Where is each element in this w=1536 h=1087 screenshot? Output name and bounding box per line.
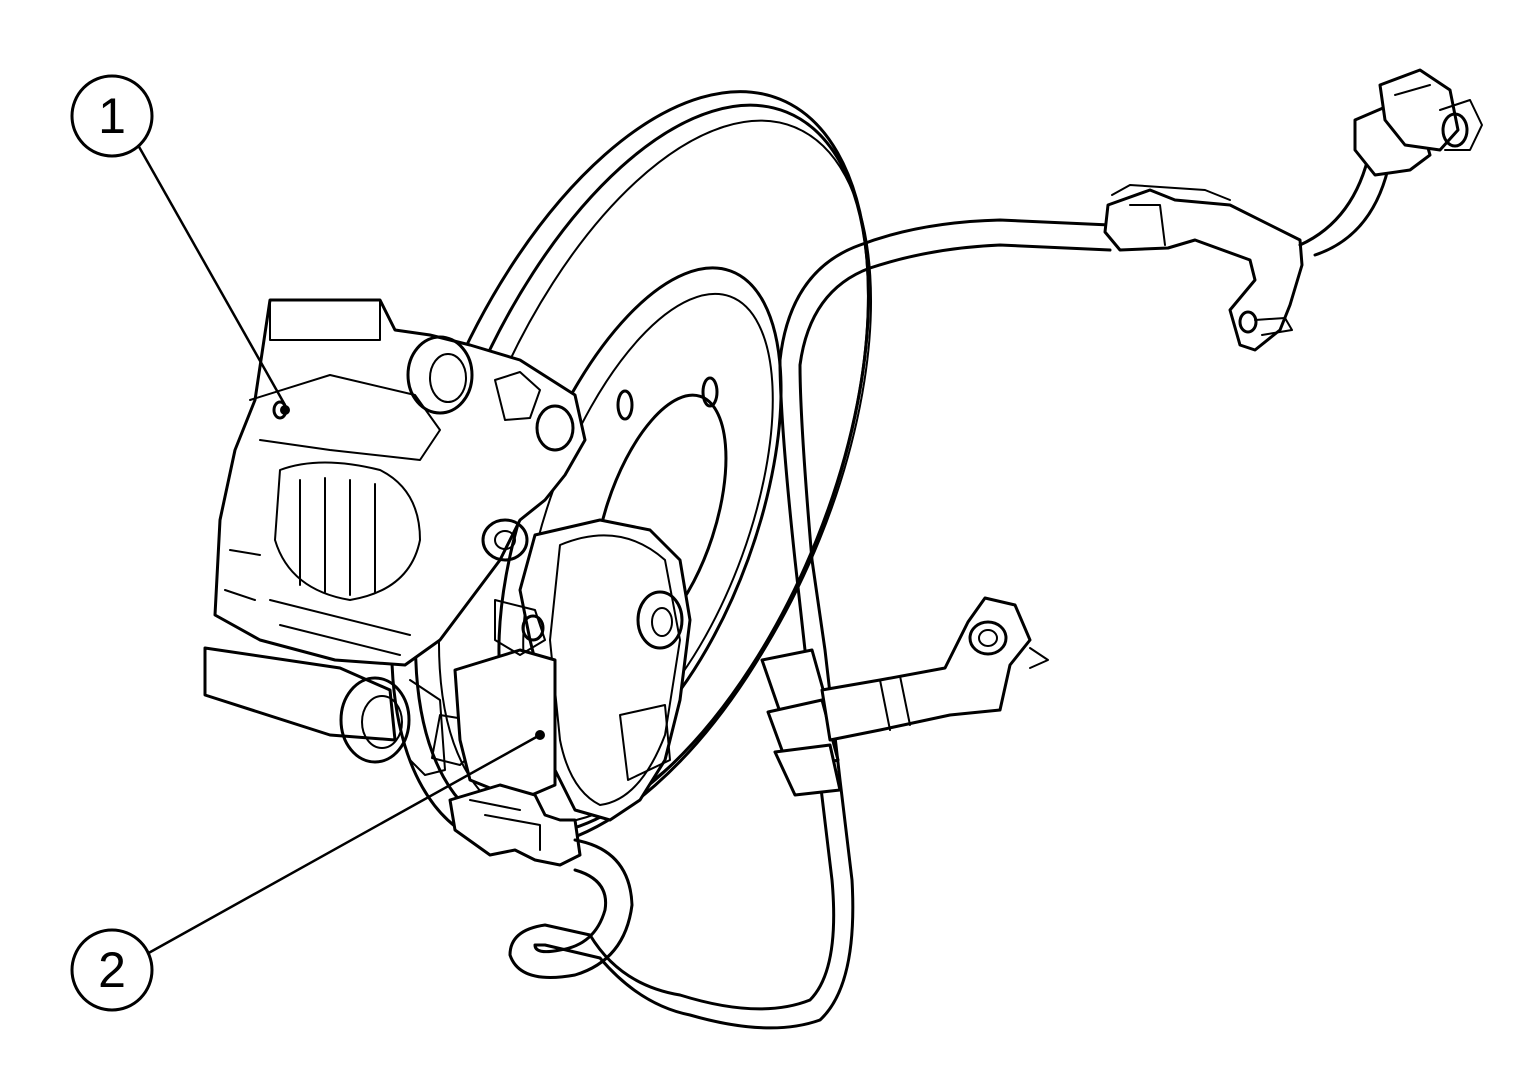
callout-2-circle [70, 928, 154, 1012]
callout-2: 2 [70, 733, 541, 1012]
callout-2-label: 2 [98, 942, 126, 998]
callout-2-dot [535, 730, 545, 740]
callout-2-leader [144, 733, 541, 957]
caliper-body [213, 298, 587, 667]
callout-1-label: 1 [98, 88, 126, 144]
caliper-lower-bracket [203, 646, 479, 776]
callout-1-leader [136, 144, 287, 406]
parking-brake-actuator [453, 518, 692, 822]
actuator-connector [448, 783, 582, 867]
upper-connector [1298, 68, 1483, 257]
wiring-harness [508, 218, 1112, 1030]
callout-1: 1 [70, 74, 287, 406]
callout-1-dot [280, 405, 290, 415]
harness-bracket [1103, 184, 1304, 352]
callout-1-circle [70, 74, 154, 158]
